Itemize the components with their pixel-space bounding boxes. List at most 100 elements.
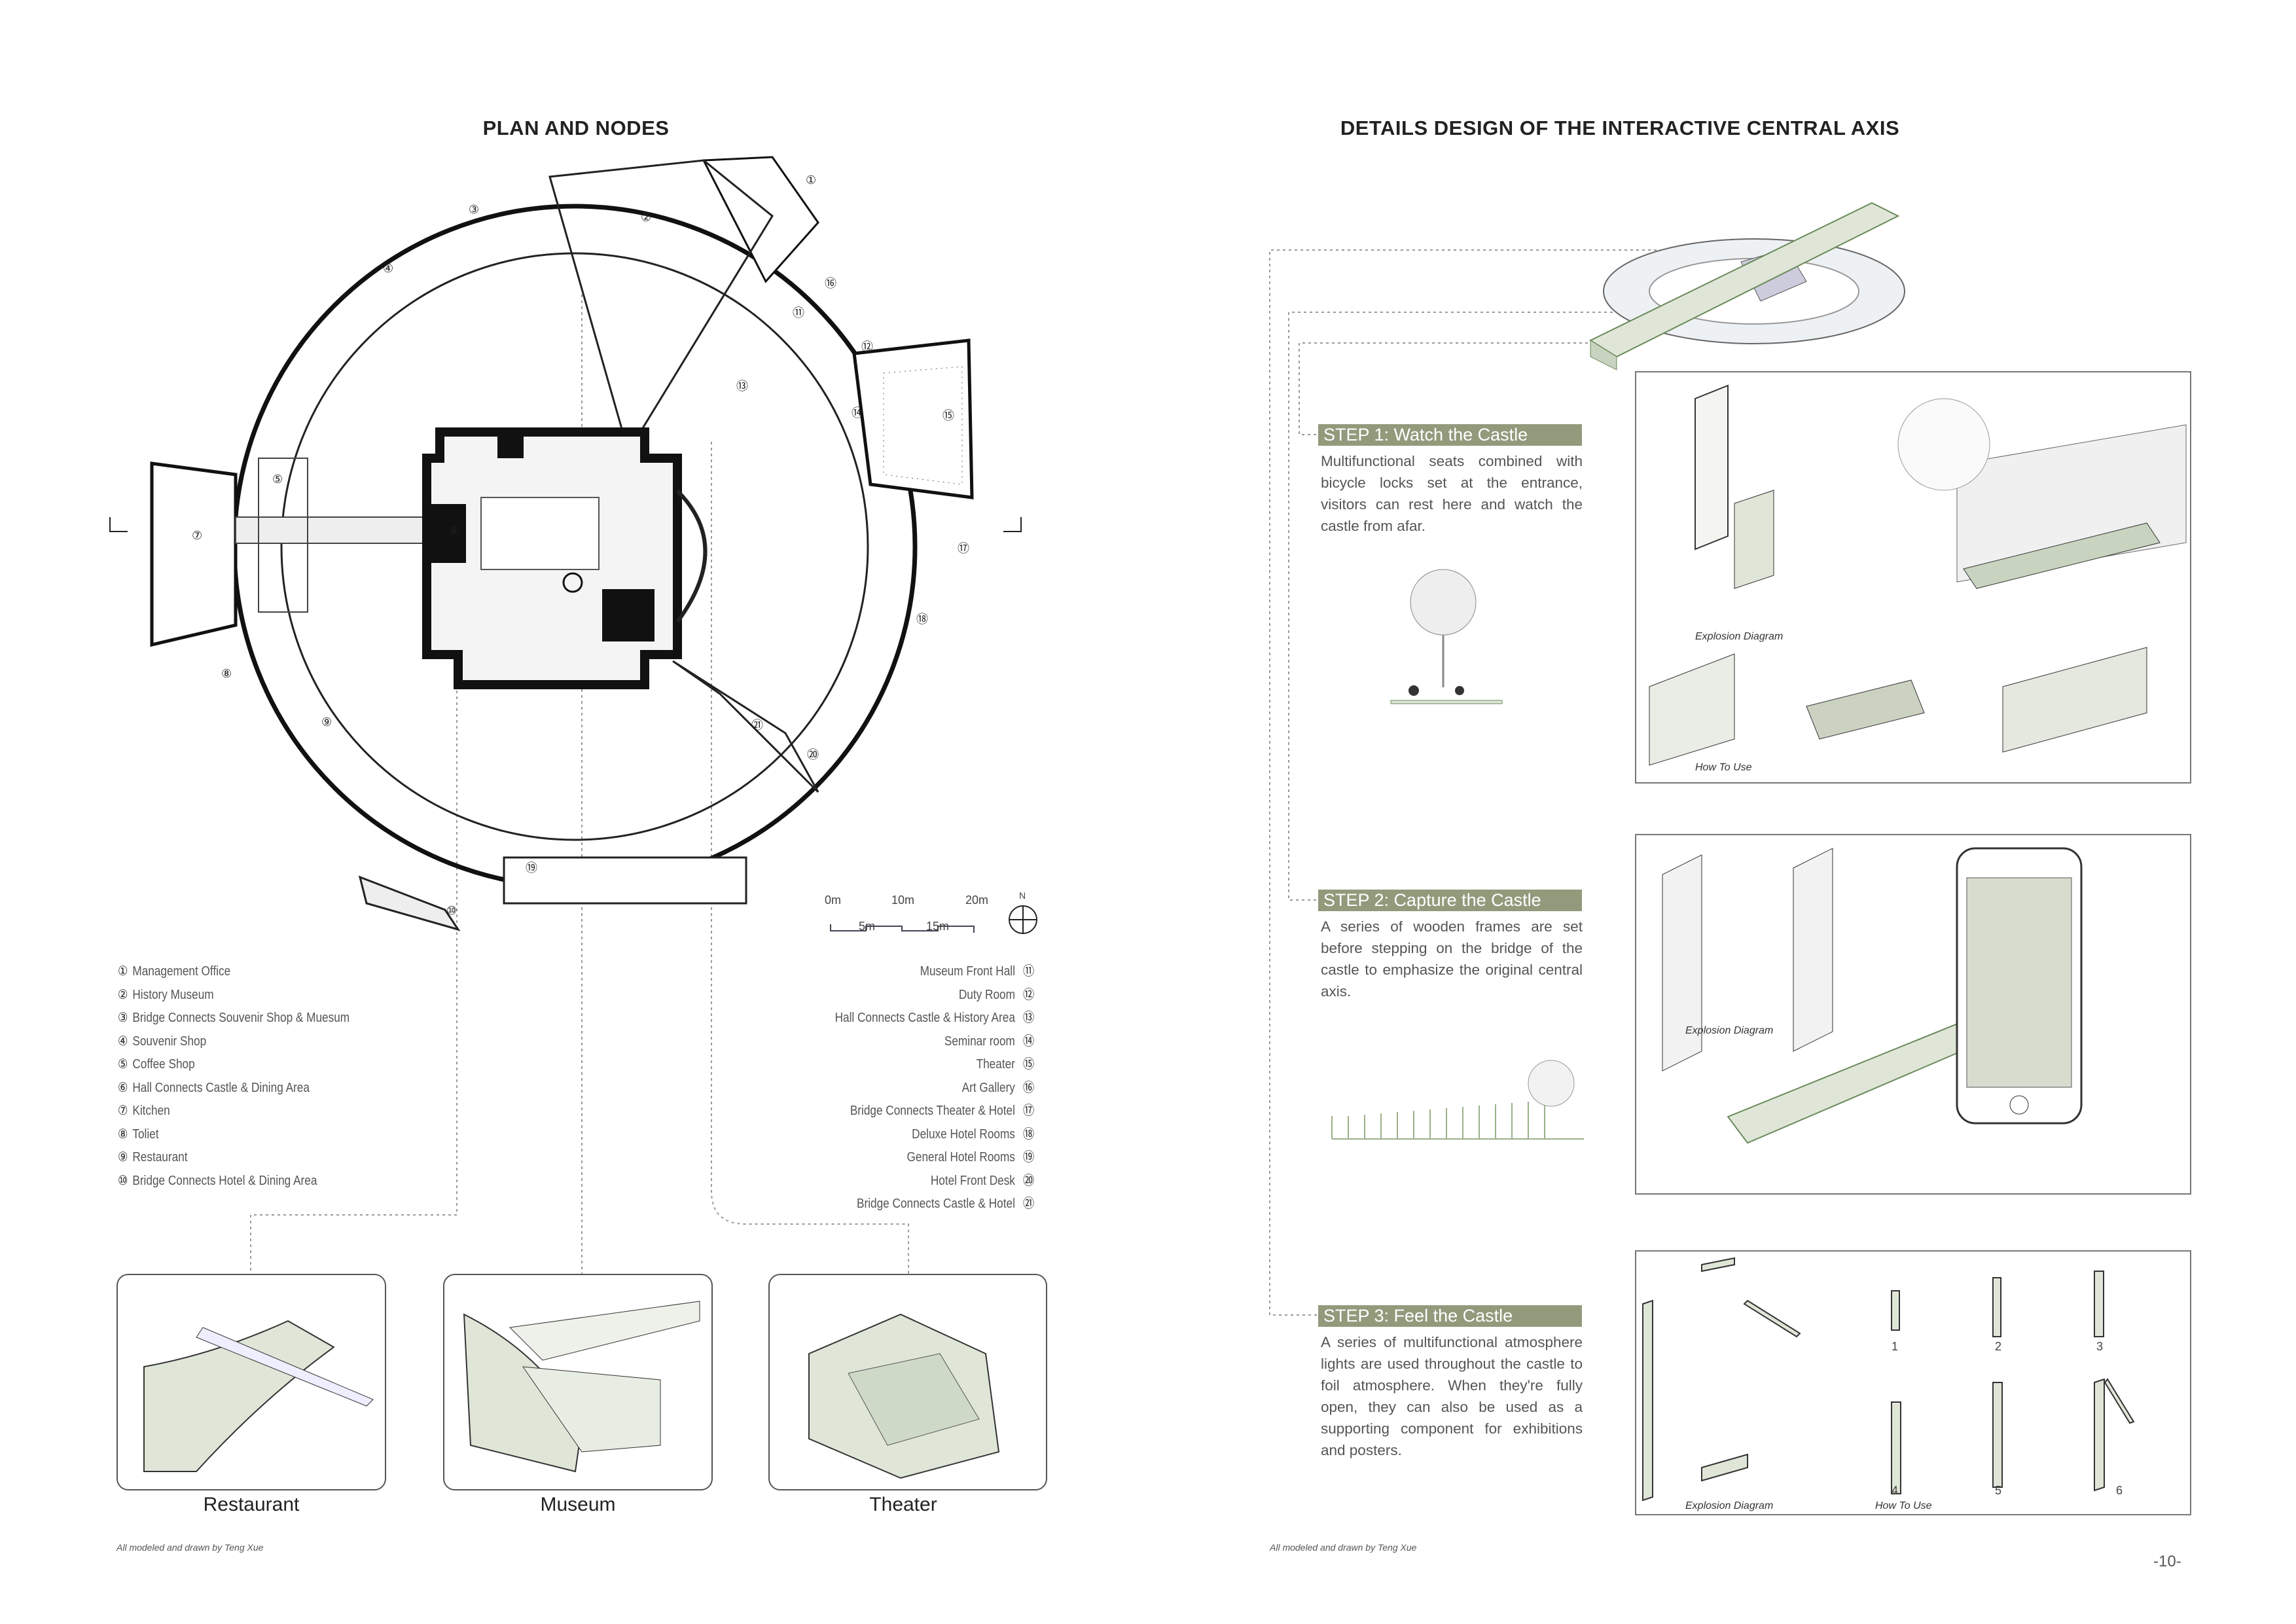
- plan-marker: ⑭: [852, 406, 863, 420]
- castle: [422, 427, 708, 689]
- step-1-diagram-box: Explosion Diagram How To Use: [1635, 371, 2191, 784]
- legend-item: General Hotel Rooms ⑲: [834, 1146, 1034, 1170]
- plan-marker: ⑧: [221, 667, 232, 680]
- light-state-3: 3: [2096, 1340, 2104, 1353]
- plan-title: PLAN AND NODES: [482, 117, 670, 139]
- plan-marker: ②: [641, 211, 651, 224]
- legend-label: Deluxe Hotel Rooms: [912, 1127, 1015, 1142]
- scale-label-5m: 5m: [859, 920, 876, 933]
- theater-model-box: [768, 1274, 1047, 1490]
- step-2-text: A series of wooden frames are set before…: [1321, 918, 1583, 1000]
- plan-marker: ㉑: [751, 719, 763, 732]
- legend-label: History Museum: [132, 987, 214, 1002]
- node-label-museum: Museum: [540, 1494, 616, 1515]
- legend-number: ⑩: [118, 1173, 128, 1188]
- legend-item: ④ Souvenir Shop: [118, 1030, 350, 1054]
- step-2-heading: STEP 2: Capture the Castle: [1318, 890, 1582, 911]
- page-number: -10-: [2153, 1553, 2181, 1570]
- plan-marker: ⑰: [958, 542, 969, 555]
- plan-marker: ⑯: [825, 277, 836, 290]
- plan-marker: ⑲: [526, 861, 537, 875]
- legend-number: ①: [118, 964, 128, 979]
- light-state-4: 4: [1892, 1484, 1899, 1497]
- scale-label-0m: 0m: [825, 893, 842, 907]
- legend-item: Hall Connects Castle & History Area ⑬: [834, 1007, 1034, 1030]
- step-2-frames-thumbnail: [1331, 1060, 1584, 1140]
- legend-number: ㉑: [1022, 1197, 1034, 1211]
- legend-number: ④: [118, 1034, 128, 1049]
- plan-marker: ⑥: [449, 524, 459, 537]
- step-3-text: A series of multifunctional atmosphere l…: [1321, 1334, 1583, 1458]
- plan-marker: ③: [469, 203, 479, 216]
- step-1-caption-howto: How To Use: [1695, 762, 1752, 773]
- legend-label: Souvenir Shop: [132, 1034, 207, 1049]
- legend-number: ⑫: [1022, 987, 1034, 1002]
- step-3-heading: STEP 3: Feel the Castle: [1318, 1305, 1582, 1327]
- legend-label: Bridge Connects Theater & Hotel: [850, 1104, 1015, 1118]
- step-1-tree-thumbnail: [1390, 569, 1503, 704]
- legend-item: Duty Room ⑫: [834, 984, 1034, 1007]
- light-state-1: 1: [1892, 1340, 1899, 1353]
- step-2-caption-explosion: Explosion Diagram: [1685, 1025, 1774, 1036]
- legend-number: ⑭: [1022, 1034, 1034, 1049]
- ring-building: [150, 156, 974, 931]
- legend-number: ②: [118, 987, 128, 1002]
- scale-label-15m: 15m: [926, 920, 950, 933]
- legend-label: Seminar room: [944, 1034, 1015, 1049]
- legend-number: ⑯: [1022, 1080, 1034, 1095]
- light-state-6: 6: [2116, 1484, 2123, 1497]
- legend-left: ① Management Office ② History Museum ③ Bridge…: [118, 960, 350, 1193]
- legend-item: ⑩ Bridge Connects Hotel & Dining Area: [118, 1170, 350, 1193]
- light-state-5: 5: [1995, 1484, 2002, 1497]
- legend-number: ⑲: [1022, 1150, 1034, 1164]
- legend-label: Restaurant: [132, 1150, 188, 1164]
- legend-label: Theater: [976, 1057, 1015, 1072]
- plan-marker: ⑳: [807, 748, 819, 761]
- plan-marker: ⑫: [861, 340, 873, 353]
- legend-label: Hall Connects Castle & Dining Area: [132, 1080, 310, 1095]
- plan-marker: ⑨: [321, 715, 332, 729]
- legend-item: Bridge Connects Castle & Hotel ㉑: [834, 1193, 1034, 1216]
- step-2-diagram-box: Explosion Diagram: [1635, 834, 2191, 1195]
- scale-label-10m: 10m: [891, 893, 915, 907]
- legend-label: Bridge Connects Souvenir Shop & Muesum: [132, 1011, 350, 1025]
- plan-marker: ⑱: [916, 613, 928, 626]
- legend-label: Coffee Shop: [132, 1057, 195, 1072]
- legend-label: Bridge Connects Hotel & Dining Area: [132, 1173, 317, 1188]
- legend-number: ⑬: [1022, 1011, 1034, 1025]
- north-label: N: [1019, 890, 1026, 901]
- legend-label: General Hotel Rooms: [906, 1150, 1015, 1164]
- scale-label-20m: 20m: [965, 893, 989, 907]
- legend-label: Duty Room: [958, 987, 1015, 1002]
- step-3-caption-explosion: Explosion Diagram: [1685, 1500, 1774, 1511]
- plan-marker: ①: [806, 173, 816, 187]
- section-marks: [109, 517, 1022, 532]
- details-title: DETAILS DESIGN OF THE INTERACTIVE CENTRA…: [1340, 117, 1900, 139]
- legend-label: Hall Connects Castle & History Area: [834, 1011, 1015, 1025]
- legend-label: Kitchen: [132, 1104, 170, 1118]
- restaurant-model-box: [117, 1274, 386, 1490]
- central-axis-axonometric: [1588, 202, 1905, 370]
- legend-label: Hotel Front Desk: [930, 1173, 1015, 1188]
- plan-marker: ⑬: [736, 380, 748, 393]
- legend-label: Management Office: [132, 964, 231, 979]
- legend-label: Bridge Connects Castle & Hotel: [856, 1197, 1015, 1211]
- plan-marker: ⑤: [272, 473, 283, 486]
- node-label-theater: Theater: [869, 1494, 937, 1515]
- plan-marker: ⑮: [942, 409, 954, 422]
- legend-number: ③: [118, 1011, 128, 1025]
- legend-number: ⑳: [1022, 1173, 1034, 1188]
- step-3-caption-howto: How To Use: [1875, 1500, 1932, 1511]
- legend-number: ⑪: [1022, 964, 1034, 979]
